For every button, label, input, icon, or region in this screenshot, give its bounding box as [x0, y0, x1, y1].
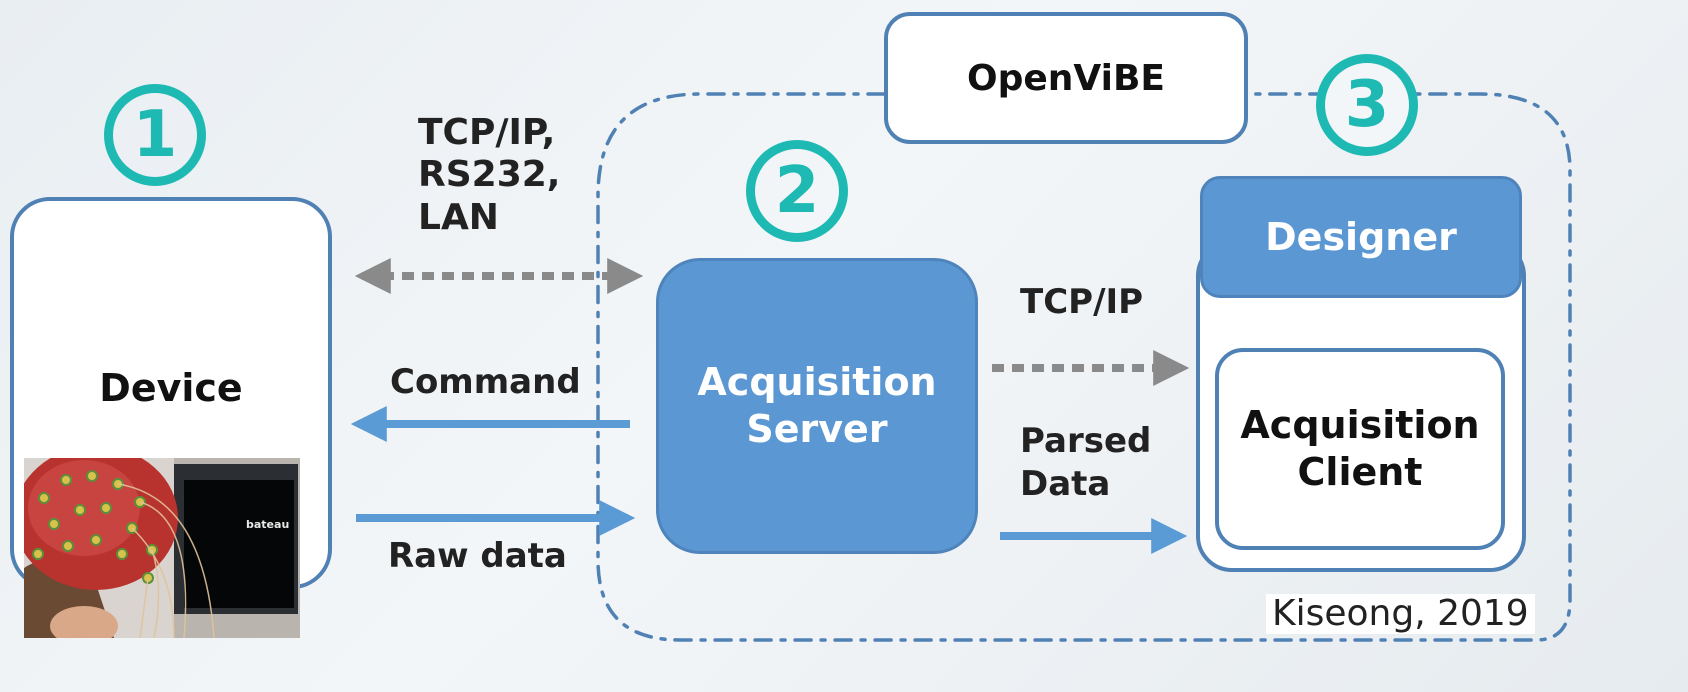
parsed-data-label: Parsed Data [1020, 421, 1152, 504]
acquisition-client-node: Acquisition Client [1215, 348, 1505, 550]
marker-one: ①1 [104, 84, 206, 186]
designer-node: Designer [1200, 176, 1522, 298]
openvibe-node: OpenViBE [884, 12, 1248, 144]
raw-data-label: Raw data [388, 536, 567, 576]
server-client-link-label: TCP/IP [1020, 282, 1144, 322]
photo-screen-text: bateau [246, 518, 289, 531]
openvibe-boundary [596, 92, 1572, 642]
acquisition-client-label: Acquisition Client [1240, 402, 1480, 495]
acquisition-server-label: Acquisition Server [697, 359, 937, 452]
acquisition-server-node: Acquisition Server [656, 258, 978, 554]
openvibe-label: OpenViBE [966, 57, 1166, 99]
device-link-label: TCP/IP, RS232, LAN [418, 112, 561, 238]
credit-text: Kiseong, 2019 [1266, 594, 1535, 634]
marker-three: ③3 [1316, 54, 1418, 156]
command-label: Command [390, 362, 581, 402]
eeg-cap-photo: bateau [24, 458, 300, 638]
marker-two: ②2 [746, 140, 848, 242]
designer-label: Designer [1265, 215, 1457, 259]
device-label: Device [99, 366, 243, 410]
